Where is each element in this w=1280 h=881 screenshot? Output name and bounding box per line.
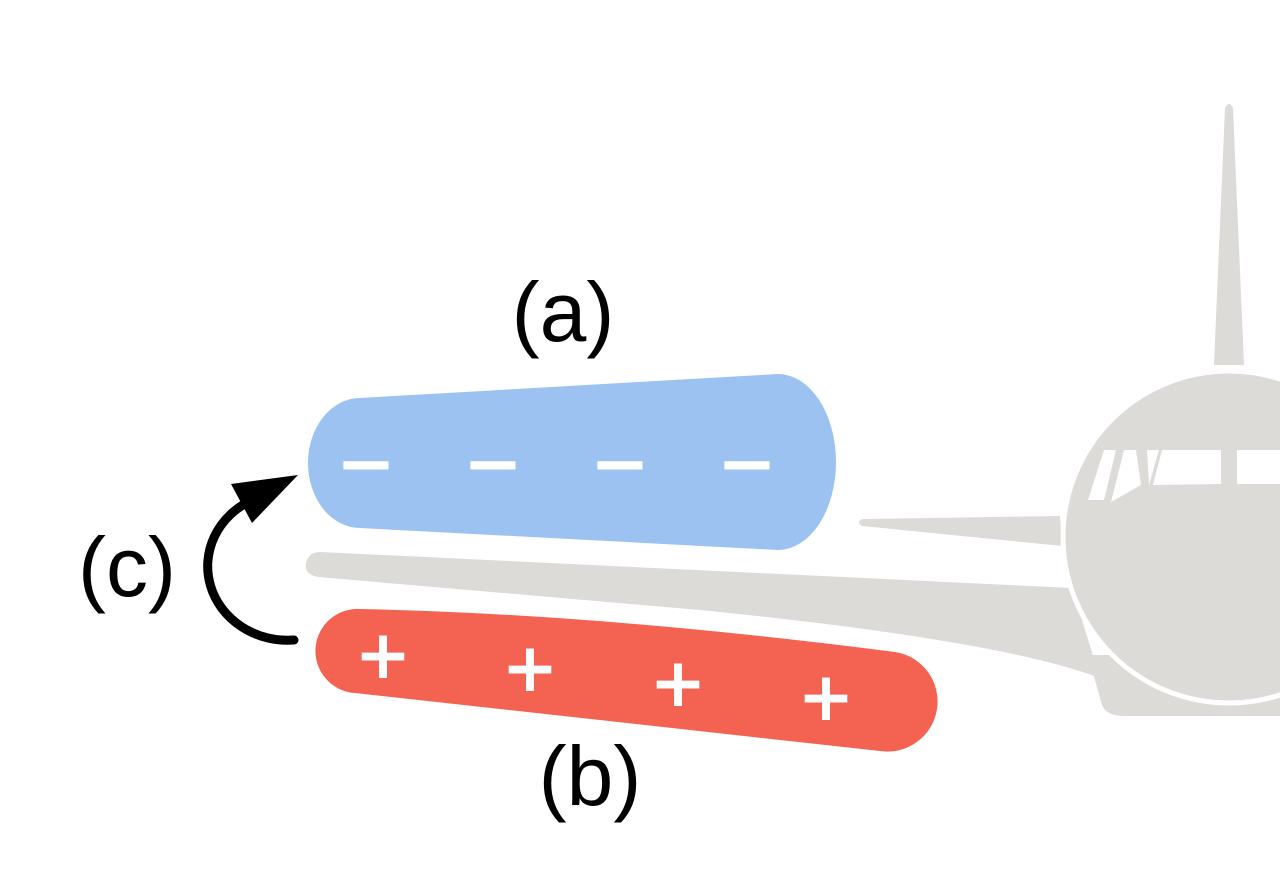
- airplane-front-view-icon: [305, 104, 1280, 716]
- minus-sign-2: −: [463, 421, 523, 505]
- label-a: (a): [512, 265, 615, 359]
- label-c: (c): [78, 520, 176, 614]
- low-pressure-region: −−−−: [308, 374, 836, 550]
- minus-sign-3: −: [590, 421, 650, 505]
- minus-sign-1: −: [336, 421, 396, 505]
- cockpit-windows: [1088, 450, 1280, 502]
- plus-sign-2: +: [502, 629, 559, 708]
- curved-arrow-icon: [203, 475, 299, 645]
- minus-sign-4: −: [717, 421, 777, 505]
- plus-sign-3: +: [650, 644, 707, 723]
- high-pressure-region: + + + +: [315, 608, 938, 752]
- plus-sign-1: +: [355, 616, 412, 695]
- label-b: (b): [539, 729, 642, 823]
- plus-sign-4: +: [798, 658, 855, 737]
